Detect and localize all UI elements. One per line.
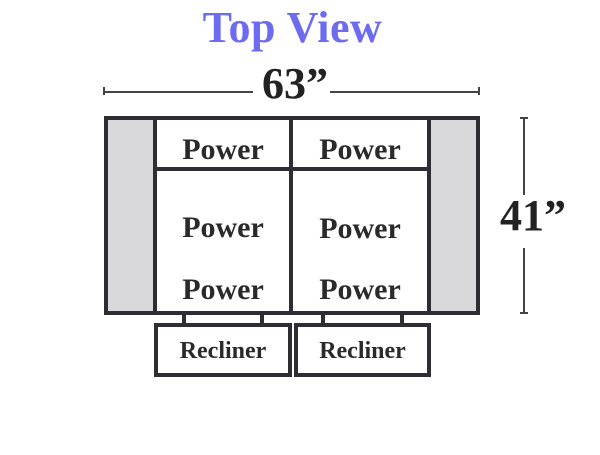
diagram-title: Top View (202, 3, 383, 52)
width-dimension-line-left (103, 91, 253, 93)
width-dimension-label: 63” (262, 59, 328, 108)
depth-dimension-line-top (523, 117, 525, 195)
depth-dimension-line-bottom (523, 248, 525, 314)
footrest-left (154, 323, 292, 377)
footrest-right (294, 323, 431, 377)
depth-dimension-label: 41” (500, 191, 566, 240)
left-armrest (104, 116, 157, 315)
width-dimension-line-right (330, 91, 480, 93)
footrest-left-connector-a (182, 313, 186, 325)
width-dimension-end-tick (478, 87, 480, 95)
seat-left-lower-label: Power (182, 273, 264, 306)
footrest-left-connector-b (260, 313, 264, 325)
seat-right (289, 167, 431, 315)
footrest-right-label: Recliner (319, 338, 406, 364)
right-armrest (427, 116, 480, 315)
footrest-left-label: Recliner (179, 338, 267, 364)
seat-left (153, 167, 293, 315)
seat-right-upper-label: Power (319, 212, 401, 245)
seat-right-lower-label: Power (319, 273, 401, 306)
footrest-right-connector-b (400, 313, 404, 325)
footrest-right-connector-a (321, 313, 325, 325)
seat-left-upper-label: Power (182, 211, 264, 244)
depth-dimension-bottom-tick (520, 312, 528, 314)
backrest-right-label: Power (319, 133, 401, 166)
backrest-left-label: Power (182, 133, 264, 166)
